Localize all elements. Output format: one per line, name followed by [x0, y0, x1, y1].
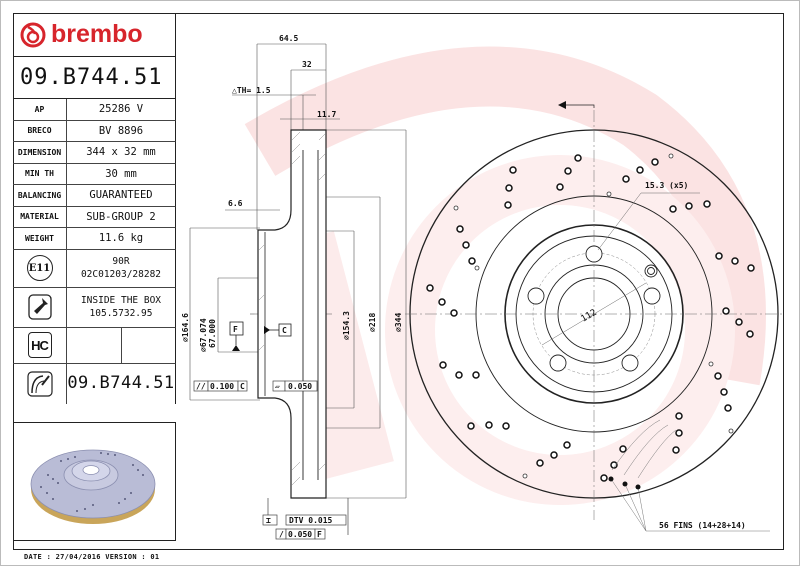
spec-key: WEIGHT — [13, 228, 67, 249]
spec-row-balancing: BALANCING GUARANTEED — [13, 185, 176, 207]
hardware-row: INSIDE THE BOX 105.5732.95 — [13, 287, 176, 328]
spec-row-dimension: DIMENSION 344 x 32 mm — [13, 142, 176, 164]
svg-text:△TH= 1.5: △TH= 1.5 — [232, 86, 271, 95]
brand-logo: brembo — [13, 13, 176, 57]
svg-text:64.5: 64.5 — [279, 34, 298, 43]
spec-key: MATERIAL — [13, 206, 67, 227]
spec-value: 11.6 kg — [98, 232, 144, 245]
brand-name: brembo — [51, 20, 143, 48]
svg-text:⌶: ⌶ — [266, 516, 271, 525]
spec-row-breco: BRECO BV 8896 — [13, 120, 176, 142]
product-render — [13, 422, 176, 541]
svg-text:▱: ▱ — [275, 382, 280, 391]
drill-holes — [426, 154, 755, 482]
spec-key: AP — [13, 99, 67, 120]
svg-text:⌀344: ⌀344 — [394, 313, 403, 332]
e11-approval-icon: E11 — [26, 255, 53, 281]
svg-text:DTV 0.015: DTV 0.015 — [289, 516, 333, 525]
hc-icon: HC — [27, 332, 52, 358]
spec-row-weight: WEIGHT 11.6 kg — [13, 228, 176, 250]
kit-part-number: 09.B744.51 — [67, 373, 175, 393]
drawing-frame — [13, 13, 784, 550]
spec-value: 25286 V — [98, 103, 144, 116]
hc-row: HC — [13, 327, 176, 364]
svg-text:F: F — [317, 530, 322, 539]
svg-text:67.000: 67.000 — [208, 319, 217, 348]
spec-value: 30 mm — [105, 167, 137, 180]
part-number: 09.B744.51 — [13, 57, 176, 99]
svg-text:⌀164.6: ⌀164.6 — [181, 313, 190, 342]
spec-table: AP 25286 V BRECO BV 8896 DIMENSION 344 x 32… — [13, 99, 176, 404]
date-version: DATE : 27/04/2016 VERSION : 01 — [24, 553, 160, 561]
spec-key: BRECO — [13, 120, 67, 141]
spec-value: BV 8896 — [98, 124, 144, 137]
svg-text:0.100: 0.100 — [210, 382, 234, 391]
svg-text:0.050: 0.050 — [288, 382, 312, 391]
spec-key: MIN TH — [13, 163, 67, 184]
svg-text:⌀154.3: ⌀154.3 — [342, 311, 351, 340]
brembo-logo-icon — [20, 22, 46, 47]
svg-text:15.3 (x5): 15.3 (x5) — [645, 181, 688, 190]
spec-row-min-th: MIN TH 30 mm — [13, 163, 176, 185]
svg-text://: // — [196, 382, 206, 391]
svg-text:/: / — [279, 530, 284, 539]
hardware-line1: INSIDE THE BOX — [80, 295, 162, 306]
spec-row-material: MATERIAL SUB-GROUP 2 — [13, 206, 176, 228]
svg-text:6.6: 6.6 — [228, 199, 243, 208]
spec-row-ap: AP 25286 V — [13, 99, 176, 121]
svg-text:32: 32 — [302, 60, 312, 69]
spec-value: SUB-GROUP 2 — [86, 210, 156, 223]
spec-key: BALANCING — [13, 185, 67, 206]
spec-key: DIMENSION — [13, 142, 67, 163]
spec-panel: brembo 09.B744.51 AP 25286 V BRECO BV 8896… — [13, 13, 176, 422]
spec-value: GUARANTEED — [89, 189, 153, 202]
spec-value: 344 x 32 mm — [86, 146, 156, 159]
disc-pad-icon — [26, 370, 53, 397]
svg-text:⌀67.074: ⌀67.074 — [199, 318, 208, 352]
screw-icon — [27, 294, 52, 320]
approval-row: E11 90R 02C01203/28282 — [13, 249, 176, 288]
disc-render-image — [30, 449, 156, 524]
kit-row: 09.B744.51 — [13, 363, 176, 404]
svg-text:0.050: 0.050 — [288, 530, 312, 539]
hardware-line2: 105.5732.95 — [89, 308, 153, 319]
svg-text:⌀218: ⌀218 — [368, 313, 377, 332]
approval-line1: 90R — [112, 256, 130, 267]
svg-text:56 FINS (14+28+14): 56 FINS (14+28+14) — [659, 521, 746, 530]
svg-text:F: F — [233, 325, 238, 334]
svg-text:C: C — [282, 326, 287, 335]
approval-line2: 02C01203/28282 — [80, 269, 162, 280]
svg-text:11.7: 11.7 — [317, 110, 336, 119]
svg-text:C: C — [240, 382, 245, 391]
